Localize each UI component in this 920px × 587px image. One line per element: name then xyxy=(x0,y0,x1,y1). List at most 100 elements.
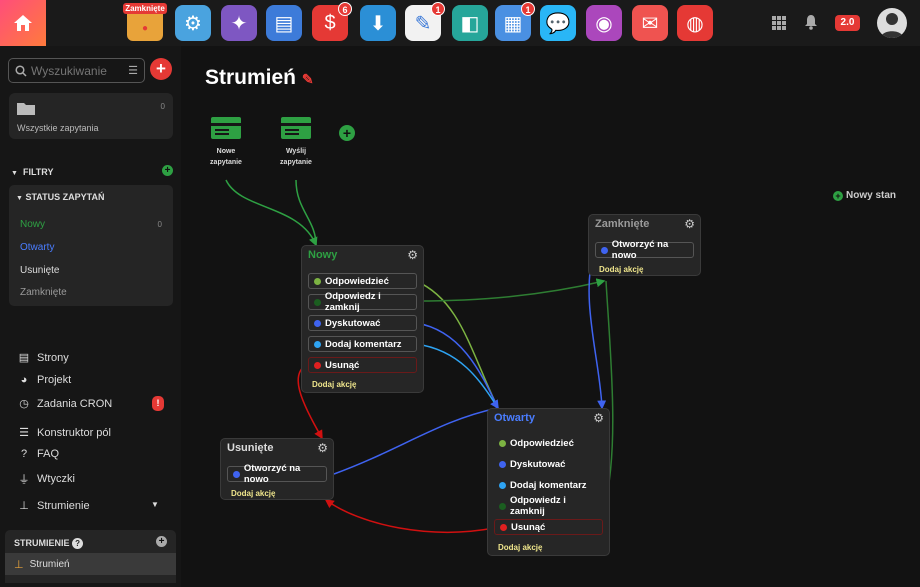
transition-label: Otworzyć na nowo xyxy=(243,463,301,485)
transition-action[interactable]: Dyskutować xyxy=(494,456,603,472)
edit-icon[interactable]: ✎ xyxy=(301,71,314,87)
state-node-zamkniete[interactable]: Zamknięte ⚙ Otworzyć na nowo Dodaj akcję xyxy=(588,214,701,276)
all-requests-count: 0 xyxy=(160,102,165,111)
transition-action[interactable]: Usunąć xyxy=(308,357,417,373)
plus-circle-icon: + xyxy=(833,190,843,201)
closed-sign-label: Zamknięte xyxy=(123,3,167,14)
search-box[interactable]: ☰ xyxy=(8,58,145,83)
new-request-action[interactable]: Nowe zapytanie xyxy=(201,117,251,168)
streams-header-label: STRUMIENIE xyxy=(14,538,70,548)
add-filter-button[interactable]: + xyxy=(162,165,173,176)
status-header[interactable]: ▼ STATUS ZAPYTAŃ xyxy=(16,192,104,202)
status-item[interactable]: Zamknięte xyxy=(20,287,162,298)
gear-icon[interactable]: ⚙ xyxy=(593,411,604,425)
state-node-usuniete[interactable]: Usunięte ⚙ Otworzyć na nowo Dodaj akcję xyxy=(220,438,334,500)
caret-down-icon[interactable]: ▼ xyxy=(151,500,159,509)
add-action-button[interactable]: + xyxy=(339,125,355,141)
version-badge[interactable]: 2.0 xyxy=(835,15,860,31)
chat-bubbles-icon[interactable]: 💬 xyxy=(540,5,576,41)
menu-item[interactable]: ?FAQ xyxy=(18,448,160,460)
lifebuoy-icon[interactable]: ◍ xyxy=(677,5,713,41)
edge-new-request xyxy=(225,179,318,247)
transition-action[interactable]: Dodaj komentarz xyxy=(494,477,603,493)
calendar-icon[interactable]: ▦1 xyxy=(495,2,535,41)
feedback-chat-icon[interactable]: ✉ xyxy=(632,5,668,41)
new-state-button[interactable]: + Nowy stan xyxy=(833,190,896,201)
transition-action[interactable]: Odpowiedzieć xyxy=(494,435,603,451)
camera-icon[interactable]: ◉ xyxy=(586,5,622,41)
gear-icon[interactable]: ⚙ xyxy=(684,217,695,231)
gear-icon[interactable]: ⚙ xyxy=(317,441,328,455)
settings-gear-app-icon[interactable]: ⚙ xyxy=(175,5,211,41)
folder-icon xyxy=(17,103,35,115)
transition-action[interactable]: Otworzyć na nowo xyxy=(595,239,694,261)
notification-badge: 1 xyxy=(521,2,535,16)
transition-label: Usunąć xyxy=(325,359,360,371)
status-item[interactable]: Otwarty xyxy=(20,242,162,253)
help-icon[interactable]: ? xyxy=(72,538,84,549)
add-action-link[interactable]: Dodaj akcję xyxy=(312,380,357,389)
closed-sign-icon[interactable]: Zamknięte ● xyxy=(123,3,167,41)
app-glyph: ◍ xyxy=(686,12,704,35)
transition-action[interactable]: Dodaj komentarz xyxy=(308,336,417,352)
status-item-count: 0 xyxy=(157,220,162,229)
menu-item-label: Strony xyxy=(37,351,69,364)
bell-icon[interactable] xyxy=(804,14,818,35)
dollar-icon[interactable]: $6 xyxy=(312,2,352,41)
all-requests-panel[interactable]: 0 Wszystkie zapytania xyxy=(9,93,173,139)
card-icon xyxy=(281,117,311,139)
node-title: Otwarty xyxy=(494,412,535,424)
all-requests-label: Wszystkie zapytania xyxy=(17,123,99,133)
contacts-book-icon[interactable]: ◧ xyxy=(452,5,488,41)
transition-action[interactable]: Odpowiedz i zamknij xyxy=(308,291,417,313)
edge-odpowiedz-zamknij xyxy=(415,278,606,302)
avatar[interactable] xyxy=(877,8,907,38)
edge-usuniete-reopen xyxy=(333,407,499,475)
transition-action[interactable]: Usunąć xyxy=(494,519,603,535)
menu-item-label: Zadania CRON xyxy=(37,397,113,410)
download-inbox-icon[interactable]: ⬇ xyxy=(360,5,396,41)
app-glyph: ◧ xyxy=(460,12,480,35)
add-action-link[interactable]: Dodaj akcję xyxy=(498,543,543,552)
transition-action[interactable]: Dyskutować xyxy=(308,315,417,331)
menu-item[interactable]: ⊥Strumienie▼ xyxy=(18,499,160,513)
transition-action[interactable]: Odpowiedz i zamknij xyxy=(494,495,603,517)
status-item[interactable]: Usunięte xyxy=(20,265,162,276)
transition-label: Odpowiedz i zamknij xyxy=(324,291,381,313)
status-dot-icon xyxy=(314,340,321,348)
menu-item[interactable]: ⏚Wtyczki xyxy=(18,471,160,487)
menu-item[interactable]: ☰Konstruktor pól xyxy=(18,426,160,440)
apps-grid-icon[interactable] xyxy=(772,16,786,30)
stream-item-active[interactable]: ⊥ Strumień xyxy=(5,553,176,575)
transition-action[interactable]: Odpowiedzieć xyxy=(308,273,417,289)
edit-form-icon[interactable]: ✎1 xyxy=(405,2,445,41)
menu-item[interactable]: ◷Zadania CRON! xyxy=(18,396,164,411)
send-request-action[interactable]: Wyślij zapytanie xyxy=(271,117,321,168)
pin-glyph: ● xyxy=(141,22,149,34)
filters-label: FILTRY xyxy=(22,167,54,177)
transition-action[interactable]: Otworzyć na nowo xyxy=(227,463,327,485)
transition-label: Otworzyć na nowo xyxy=(611,239,669,261)
browser-settings-icon[interactable]: ▤ xyxy=(266,5,302,41)
filter-sliders-icon[interactable]: ☰ xyxy=(128,65,138,77)
magic-wand-icon[interactable]: ✦ xyxy=(221,5,257,41)
add-stream-button[interactable]: + xyxy=(156,536,167,547)
app-glyph: ▤ xyxy=(274,12,294,35)
menu-item-label: Strumienie xyxy=(37,499,90,512)
home-button[interactable] xyxy=(0,0,46,46)
gear-icon[interactable]: ⚙ xyxy=(407,248,418,262)
filters-header[interactable]: ▼ FILTRY xyxy=(11,167,53,177)
status-dot-icon xyxy=(601,246,608,254)
caret-down-icon: ▼ xyxy=(16,195,23,202)
add-action-link[interactable]: Dodaj akcję xyxy=(599,265,644,274)
add-request-button[interactable]: + xyxy=(150,58,172,80)
action-label-line2: zapytanie xyxy=(280,159,312,166)
node-title: Nowy xyxy=(308,249,338,261)
menu-item[interactable]: ▤Strony xyxy=(18,351,160,365)
add-action-link[interactable]: Dodaj akcję xyxy=(231,489,276,498)
search-input[interactable] xyxy=(31,63,121,78)
menu-item[interactable]: ◕Projekt xyxy=(18,374,160,386)
